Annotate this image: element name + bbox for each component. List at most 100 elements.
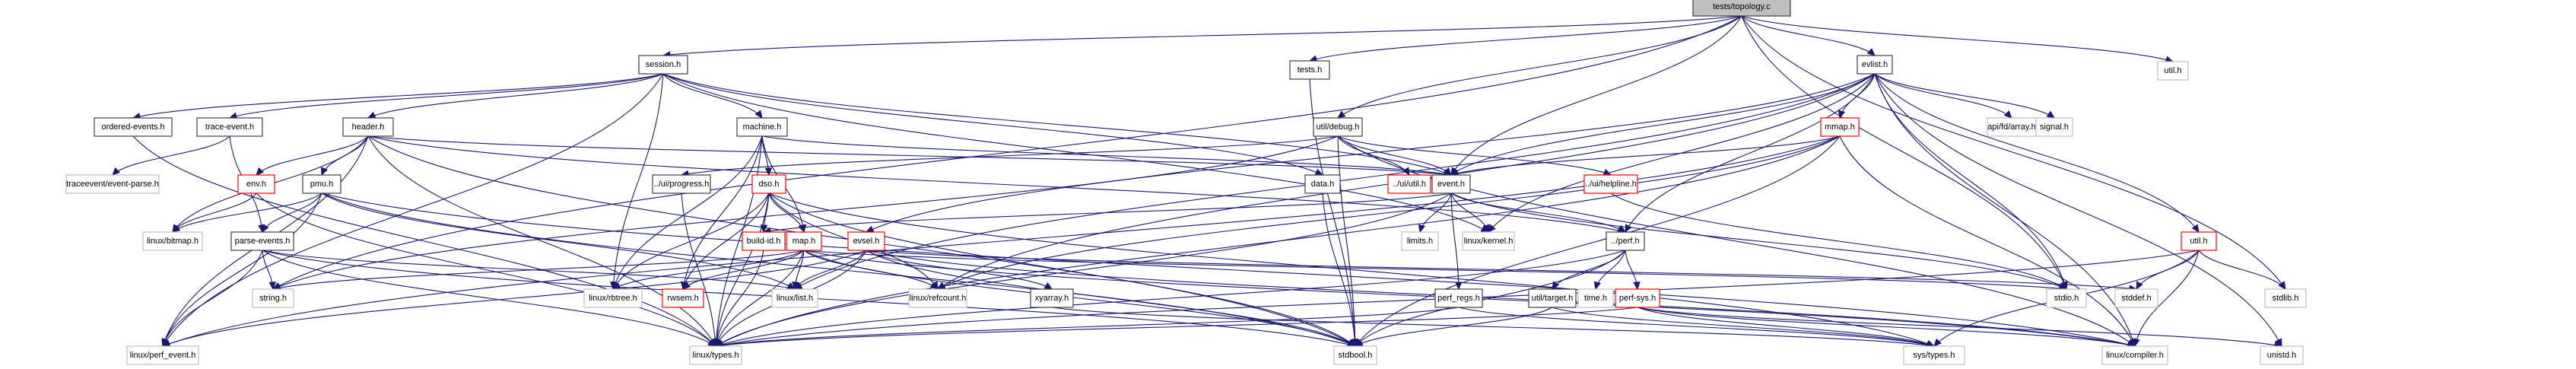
node-box xyxy=(1903,345,1965,365)
arrowhead-icon xyxy=(1443,167,1452,176)
edge-line xyxy=(662,73,1323,176)
node-evsel-h[interactable]: evsel.h xyxy=(847,231,885,251)
node-util-debug-h[interactable]: util/debug.h xyxy=(1313,117,1363,137)
node-perf-regs-h[interactable]: perf_regs.h xyxy=(1434,288,1483,308)
node-box xyxy=(751,174,786,194)
node-trace-event-h[interactable]: trace-event.h xyxy=(196,117,263,137)
node-ordered-events-h[interactable]: ordered-events.h xyxy=(94,117,173,137)
arrowhead-icon xyxy=(367,111,376,119)
node-tests-topology-c[interactable]: tests/topology.c xyxy=(1692,0,1791,17)
node-box xyxy=(583,288,643,308)
arrowhead-icon xyxy=(172,224,181,233)
node-map-h[interactable]: map.h xyxy=(786,231,822,251)
node-box xyxy=(689,345,742,365)
node-pmu-h[interactable]: pmu.h xyxy=(302,174,341,194)
edge-pmu-h-to-linux-perf-event-h xyxy=(161,192,322,348)
node-ui-progress-h[interactable]: ../ui/progress.h xyxy=(652,174,711,194)
edge-line xyxy=(262,192,322,233)
node-ui-util-h[interactable]: ../ui/util.h xyxy=(1387,174,1431,194)
edge-line xyxy=(715,250,764,347)
edge-line xyxy=(1458,307,1935,347)
node-stdlib-h: stdlib.h xyxy=(2264,288,2307,308)
arrowhead-icon xyxy=(929,282,939,290)
node-label: linux/refcount.h xyxy=(910,294,967,303)
edge-line xyxy=(803,250,2067,290)
edge-line xyxy=(937,135,1841,290)
edge-line xyxy=(262,250,716,347)
arrowhead-icon xyxy=(1633,282,1641,291)
edge-session-h-to-trace-event-h xyxy=(228,73,664,119)
edge-dso-h-to-linux-types-h xyxy=(713,192,770,348)
arrowhead-icon xyxy=(1314,168,1324,176)
node-ui-helpline-h[interactable]: ../ui/helpline.h xyxy=(1583,174,1638,194)
edge-line xyxy=(256,135,369,176)
node-box xyxy=(1313,117,1363,137)
edge-line xyxy=(612,73,664,290)
edge-line xyxy=(162,250,867,347)
edge-line xyxy=(866,250,1356,347)
node-perf-sys-h[interactable]: perf-sys.h xyxy=(1615,288,1660,308)
node-rwsem-h[interactable]: rwsem.h xyxy=(662,288,704,308)
edges-layer xyxy=(112,15,2286,349)
edge-line xyxy=(1741,15,1876,56)
edge-line xyxy=(1874,73,2055,119)
node-util-h[interactable]: util.h xyxy=(2181,231,2217,251)
node-util-target-h[interactable]: util/target.h xyxy=(1528,288,1577,308)
edge-line xyxy=(662,15,1742,56)
node-label: mmap.h xyxy=(1825,122,1855,132)
edge-line xyxy=(172,192,257,233)
edge-tests-topology-c-to-stdio-h xyxy=(1741,15,2067,291)
node-mmap-h[interactable]: mmap.h xyxy=(1820,117,1860,137)
node-box xyxy=(1387,174,1431,194)
node-box xyxy=(1030,288,1074,308)
node-header-h[interactable]: header.h xyxy=(342,117,394,137)
node-evlist-h[interactable]: evlist.h xyxy=(1857,55,1893,75)
node-limits-h: limits.h xyxy=(1401,231,1439,251)
node-parse-events-h[interactable]: parse-events.h xyxy=(230,231,294,251)
arrowhead-icon xyxy=(1866,48,1876,56)
edge-header-h-to-env-h xyxy=(256,135,369,176)
node-label: perf-sys.h xyxy=(1619,294,1656,303)
edge-pmu-h-to-stdbool-h xyxy=(321,192,1357,347)
arrowhead-icon xyxy=(1337,110,1346,119)
edge-evlist-h-to-signal-h xyxy=(1874,73,2055,119)
node-stdbool-h: stdbool.h xyxy=(1333,345,1377,365)
node-box xyxy=(2260,345,2304,365)
edge-line xyxy=(1337,135,1452,176)
node-session-h[interactable]: session.h xyxy=(638,55,688,75)
node-label: stddef.h xyxy=(2121,294,2151,303)
node-dso-h[interactable]: dso.h xyxy=(751,174,786,194)
edge-line xyxy=(715,192,1452,347)
node-tests-h[interactable]: tests.h xyxy=(1289,60,1330,80)
edge-tests-topology-c-to-session-h xyxy=(662,15,1742,59)
node-box xyxy=(1577,288,1614,308)
node-machine-h[interactable]: machine.h xyxy=(736,117,788,137)
edge-line xyxy=(715,307,1638,347)
node-xyarray-h[interactable]: xyarray.h xyxy=(1030,288,1074,308)
edge-trace-event-h-to-traceevent-event-parse-h xyxy=(112,135,230,176)
arrowhead-icon xyxy=(262,224,269,234)
node-label: api/fd/array.h xyxy=(1987,122,2035,132)
node-build-id-h[interactable]: build-id.h xyxy=(742,231,786,251)
node-env-h[interactable]: env.h xyxy=(237,174,275,194)
node-box xyxy=(1528,288,1577,308)
node-box xyxy=(1289,60,1330,80)
node-data-h[interactable]: data.h xyxy=(1304,174,1341,194)
node-label: tests.h xyxy=(1298,65,1322,75)
edge-line xyxy=(682,135,763,290)
node-perf-h[interactable]: ../perf.h xyxy=(1606,231,1645,251)
edge-line xyxy=(866,250,2137,290)
node-box xyxy=(638,55,688,75)
edge-tests-topology-c-to-tests-h xyxy=(1308,15,1742,62)
node-box xyxy=(652,174,711,194)
node-label: machine.h xyxy=(743,122,782,132)
node-linux-perf-event-h: linux/perf_event.h xyxy=(126,345,199,365)
edge-line xyxy=(132,73,664,119)
arrowhead-icon xyxy=(2003,110,2012,119)
arrowhead-icon xyxy=(256,167,265,176)
node-box xyxy=(1333,345,1377,365)
arrowhead-icon xyxy=(1933,338,1942,347)
edge-line xyxy=(1874,73,2200,233)
edge-line xyxy=(1355,250,1626,347)
node-event-h[interactable]: event.h xyxy=(1431,174,1471,194)
